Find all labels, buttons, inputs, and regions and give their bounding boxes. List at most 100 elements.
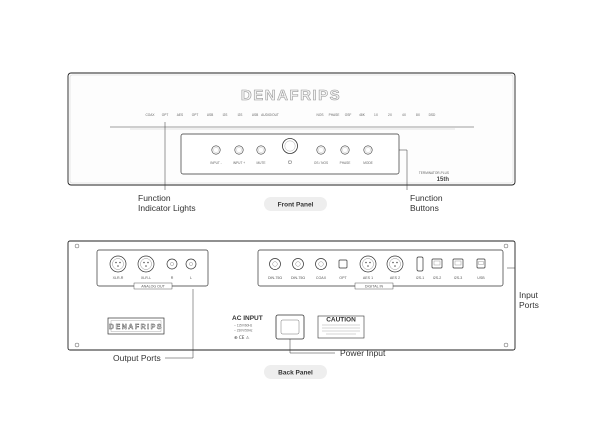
front-function-button[interactable] [363, 145, 373, 155]
back-callouts: Input Ports Output Ports Power Input Bac… [113, 267, 540, 379]
front-function-button-ring [258, 147, 264, 153]
digital-group-label-box [354, 282, 394, 290]
indicator-label: I2S [238, 113, 243, 117]
back-logo: DENAFRIPS [109, 324, 163, 331]
screw-icon [503, 342, 509, 348]
front-function-button[interactable] [316, 145, 326, 155]
indicator-label: OSF [345, 113, 352, 117]
front-function-button[interactable] [256, 145, 266, 155]
digital-port-label: I2S-2 [433, 276, 442, 280]
rca-port-center [170, 262, 174, 266]
front-function-button[interactable] [234, 145, 244, 155]
screw-icon [74, 342, 80, 348]
digital-port-label: I2S-3 [454, 276, 463, 280]
digital-port-label: I2S-1 [416, 276, 425, 280]
back-panel-pill [264, 365, 327, 379]
function-button-label: MUTE [256, 161, 265, 165]
coax-port-center [295, 261, 301, 267]
front-function-button[interactable] [340, 145, 350, 155]
i2s-input-port [416, 256, 424, 272]
ac-input-line1: ~ 115V/60Hz [234, 324, 253, 328]
xlr-pin [394, 265, 396, 267]
front-volume-knob-inner [284, 140, 296, 152]
front-panel-inner-bevel [69, 74, 514, 184]
analog-port-label: XLR-L [141, 276, 151, 280]
usb-input-port [476, 258, 486, 269]
front-function-button-ring [365, 147, 371, 153]
indicator-label: NOS [317, 113, 324, 117]
function-button-label: PHASE [340, 161, 351, 165]
indicator-label: 1X [374, 113, 379, 117]
xlr-pin [365, 261, 367, 264]
front-function-button-ring [236, 147, 242, 153]
back-logo-plate-inner [110, 320, 162, 332]
front-function-button-ring [318, 147, 324, 153]
back-panel-outline [67, 240, 516, 351]
certification-icons: ⊕ CE ⚠ [234, 335, 250, 340]
caution-label [317, 315, 365, 339]
xlr-pin [115, 261, 117, 264]
back-logo-plate [107, 317, 165, 335]
i2s-input-port [452, 258, 464, 269]
xlr-port-inner [140, 258, 152, 270]
digital-group-label: DIGITAL IN [365, 285, 384, 289]
function-button-label: MODE [363, 161, 373, 165]
function-button-label: INPUT - [210, 161, 221, 165]
usb-port-inner [478, 261, 484, 265]
model-line2: 15th [437, 177, 450, 183]
power-icon: ⏻ [288, 160, 292, 166]
i2s-port-inner [433, 260, 441, 266]
analog-port-label: L [190, 276, 192, 280]
i2s-port-inner [454, 260, 462, 266]
digital-port-label: USB [477, 276, 485, 280]
power-inlet-socket [280, 319, 300, 335]
front-callouts: Function Indicator Lights Function Butto… [138, 122, 443, 213]
caution-title: CAUTION [326, 317, 356, 324]
coax-input-port [269, 258, 281, 270]
model-line1: TERMINATOR-PLUS [419, 171, 449, 175]
rca-output-port [185, 258, 197, 270]
function-indicator-lights-label: Function Indicator Lights [138, 193, 196, 213]
front-panel-title: Front Panel [278, 202, 314, 209]
indicator-label: DSD [429, 113, 436, 117]
xlr-pin [396, 261, 398, 264]
xlr-pin [367, 265, 369, 267]
indicator-label: OPT [192, 113, 199, 117]
indicator-label: USB [252, 113, 259, 117]
coax-input-port [292, 258, 304, 270]
indicator-label: COAX [145, 113, 155, 117]
xlr-pin [392, 261, 394, 264]
indicator-label: AUDIO/OUT [261, 113, 279, 117]
coax-port-center [272, 261, 278, 267]
front-function-button-ring [342, 147, 348, 153]
input-ports-label: Input Ports [519, 290, 540, 310]
digital-port-label: DIN-75Ω [291, 276, 305, 280]
aes-port-inner [389, 258, 401, 270]
indicator-label: 8X [416, 113, 421, 117]
indicator-label: OPT [162, 113, 169, 117]
screw-icon [74, 243, 80, 249]
digital-port-label: AES 1 [363, 276, 373, 280]
front-button-box [180, 133, 400, 175]
xlr-port-inner [112, 258, 124, 270]
front-logo: DENAFRIPS [241, 87, 341, 104]
rca-port-center [189, 262, 193, 266]
indicator-label: PHASE [329, 113, 340, 117]
analog-port-label: XLR-R [113, 276, 124, 280]
power-input-label: Power Input [340, 348, 386, 358]
i2s-input-port [431, 258, 443, 269]
output-ports-label: Output Ports [113, 353, 161, 363]
analog-group-label: ANALOG OUT [141, 285, 165, 289]
indicator-label: 4X [402, 113, 407, 117]
xlr-pin [145, 265, 147, 267]
back-panel-title: Back Panel [278, 370, 313, 377]
front-function-button[interactable] [211, 145, 221, 155]
rca-output-port [166, 258, 178, 270]
coax-port-center [318, 261, 324, 267]
function-button-label: INPUT + [233, 161, 245, 165]
